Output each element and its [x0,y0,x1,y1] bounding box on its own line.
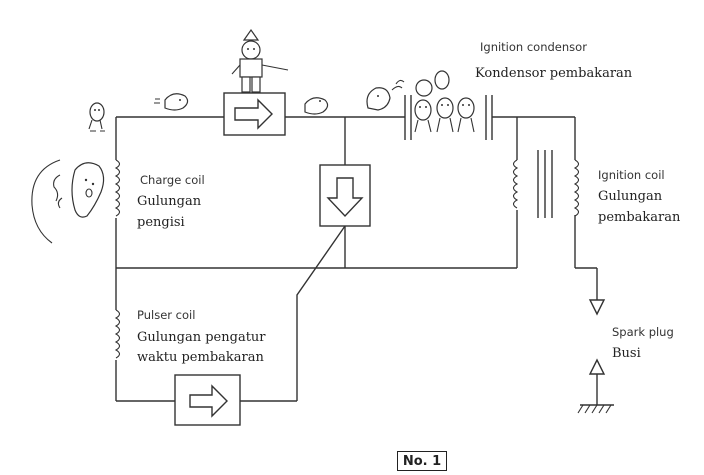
ignition-condensor-en: Ignition condensor [480,40,587,54]
cartoon-figures [31,28,475,244]
flying-ghost-figure-1 [154,93,189,111]
jumping-ghost-figure [366,79,405,111]
ignition-coil-id-line2: pembakaran [598,210,681,225]
ignition-condenser-symbol [404,95,493,140]
flying-ghost-figure-2 [304,97,329,115]
pulser-coil-id-line1: Gulungan pengatur [137,330,266,345]
charge-coil-en: Charge coil [140,173,205,187]
ignition-condensor-id: Kondensor pembakaran [475,66,633,81]
charge-coil-symbol [114,159,121,217]
pulser-coil-en: Pulser coil [137,308,195,322]
figure-number-badge: No. 1 [397,451,447,471]
charge-coil-id-line2: pengisi [137,215,185,230]
guard-figure [231,28,289,93]
top-diode [223,92,286,136]
condenser-crowd-figures [414,70,475,133]
pulser-diode [174,374,241,426]
small-ghost-figure-left [88,102,105,132]
blowing-face-figure [31,159,105,244]
diagram-labels: Ignition condensor Kondensor pembakaran … [137,40,681,365]
pulser-coil-symbol [114,309,121,359]
spark-plug-en: Spark plug [612,325,674,339]
ignition-coil-symbol [512,150,580,218]
scr-thyristor [319,164,371,227]
circuit-wires [115,116,598,402]
spark-plug-symbol [577,299,614,414]
charge-coil-id-line1: Gulungan [137,194,202,209]
pulser-coil-id-line2: waktu pembakaran [137,350,264,365]
ignition-coil-en: Ignition coil [598,168,665,182]
ignition-coil-id-line1: Gulungan [598,189,663,204]
spark-plug-id: Busi [612,346,641,361]
